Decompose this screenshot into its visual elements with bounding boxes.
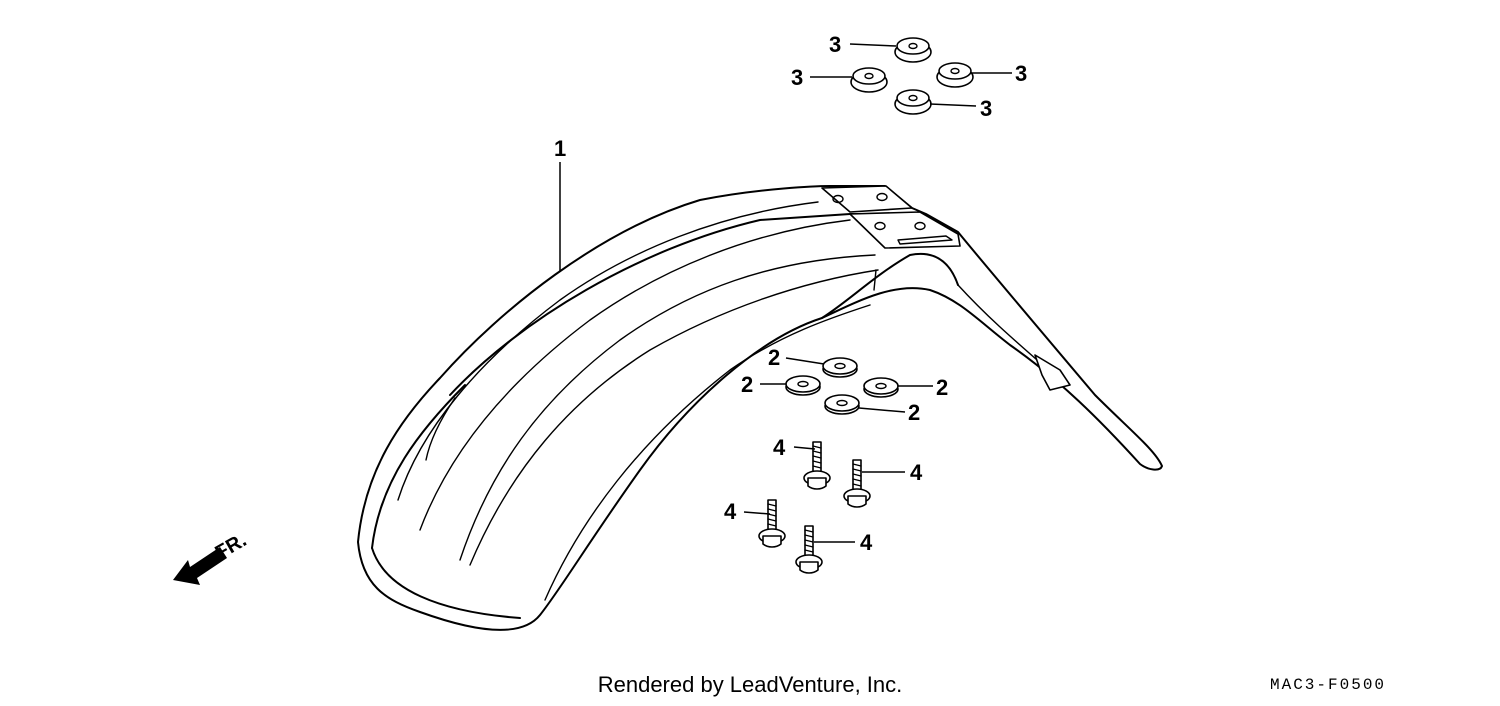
grommet[interactable] — [936, 62, 974, 88]
callout-4: 4 — [860, 530, 873, 555]
bolt-group — [758, 441, 871, 574]
callout-2: 2 — [768, 345, 780, 370]
callout-2: 2 — [936, 375, 948, 400]
diagram-code: MAC3-F0500 — [1270, 676, 1387, 694]
leader-line-3 — [929, 103, 977, 107]
leader-line-4 — [793, 446, 816, 450]
front-fender[interactable] — [357, 185, 1163, 631]
bolt[interactable] — [758, 499, 786, 548]
grommet-group — [850, 37, 974, 115]
callout-4: 4 — [724, 499, 737, 524]
grommet[interactable] — [850, 67, 888, 93]
render-credit: Rendered by LeadVenture, Inc. — [597, 672, 903, 697]
washer[interactable] — [824, 394, 860, 415]
callout-3: 3 — [791, 65, 803, 90]
grommet[interactable] — [894, 37, 932, 63]
callout-2: 2 — [741, 372, 753, 397]
washer[interactable] — [785, 375, 821, 396]
callout-3: 3 — [980, 96, 992, 121]
leader-line-2 — [785, 357, 825, 365]
leader-line-2 — [858, 407, 906, 413]
callout-3: 3 — [829, 32, 841, 57]
callout-4: 4 — [773, 435, 786, 460]
washer[interactable] — [863, 377, 899, 398]
arrow-icon — [173, 547, 227, 585]
front-direction-indicator: FR. — [173, 529, 250, 585]
washer-group — [785, 357, 899, 415]
bolt[interactable] — [843, 459, 871, 508]
washer[interactable] — [822, 357, 858, 378]
callout-1: 1 — [554, 136, 566, 161]
callout-4: 4 — [910, 460, 923, 485]
callout-2: 2 — [908, 400, 920, 425]
leader-line-3 — [849, 43, 897, 47]
callout-3: 3 — [1015, 61, 1027, 86]
bolt[interactable] — [795, 525, 823, 574]
grommet[interactable] — [894, 89, 932, 115]
leader-line-4 — [743, 511, 771, 515]
bolt[interactable] — [803, 441, 831, 490]
